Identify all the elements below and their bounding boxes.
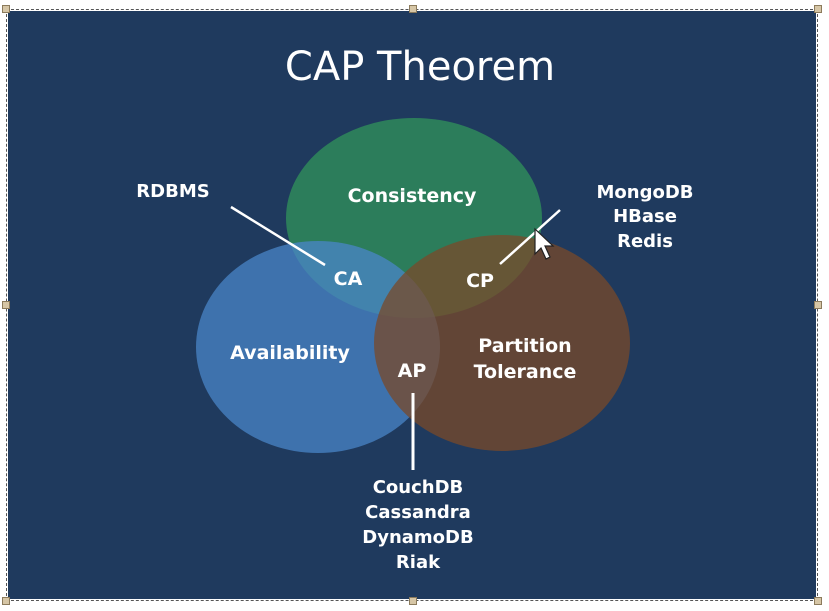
ap-example-riak: Riak xyxy=(396,552,441,573)
cp-intersection-label: CP xyxy=(466,270,494,292)
resize-handle-top-right[interactable] xyxy=(814,5,822,13)
cp-example-redis: Redis xyxy=(617,231,673,252)
cp-example-mongodb: MongoDB xyxy=(596,182,693,203)
consistency-label: Consistency xyxy=(348,185,477,207)
ap-example-couchdb: CouchDB xyxy=(373,477,464,498)
mouse-pointer-icon xyxy=(534,227,555,260)
partition-tolerance-circle xyxy=(374,235,630,451)
ca-connector-line xyxy=(230,205,326,267)
partition-label-line1: Partition xyxy=(478,335,571,357)
cp-connector-line xyxy=(499,209,561,265)
ap-intersection-label: AP xyxy=(398,360,427,382)
ap-example-cassandra: Cassandra xyxy=(365,502,471,523)
resize-handle-bottom-left[interactable] xyxy=(2,597,10,605)
availability-circle xyxy=(196,241,440,453)
resize-handle-bottom-right[interactable] xyxy=(814,597,822,605)
cp-example-hbase: HBase xyxy=(613,206,677,227)
resize-handle-middle-left[interactable] xyxy=(2,301,10,309)
ca-intersection-label: CA xyxy=(334,268,363,290)
resize-handle-middle-right[interactable] xyxy=(814,301,822,309)
resize-handle-top-left[interactable] xyxy=(2,5,10,13)
ap-example-dynamodb: DynamoDB xyxy=(362,527,473,548)
resize-handle-bottom-center[interactable] xyxy=(409,597,417,605)
partition-label-line2: Tolerance xyxy=(474,361,577,383)
availability-label: Availability xyxy=(230,342,350,364)
page-title: CAP Theorem xyxy=(285,44,555,90)
ca-example-rdbms: RDBMS xyxy=(136,181,209,202)
resize-handle-top-center[interactable] xyxy=(409,5,417,13)
